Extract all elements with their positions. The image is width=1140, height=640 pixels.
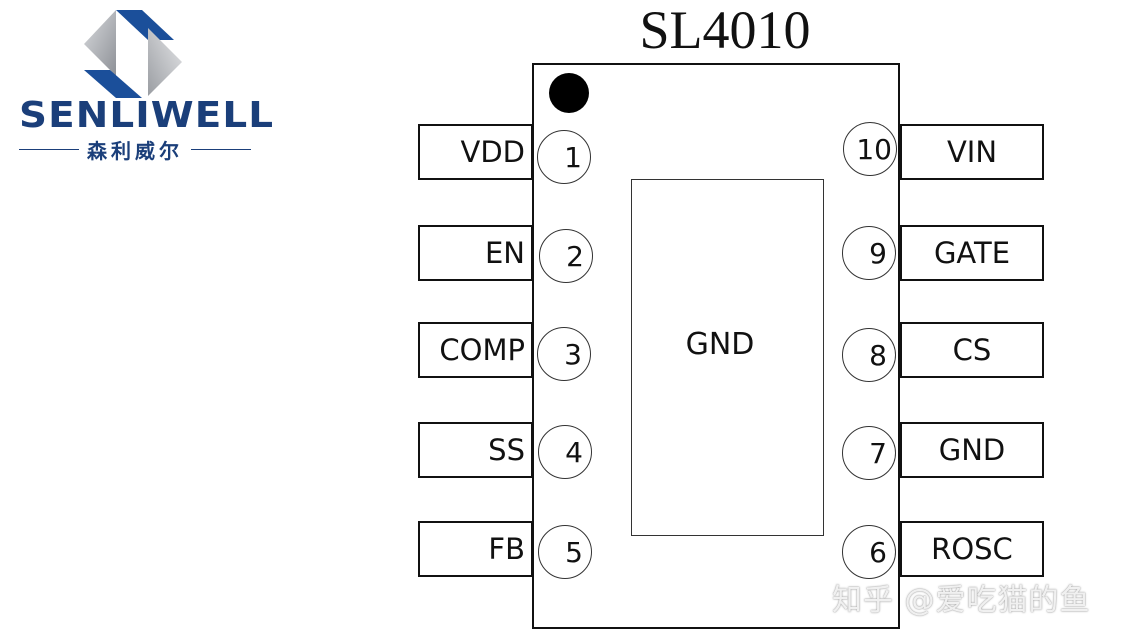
exposed-pad	[631, 179, 824, 536]
pin-name: GND	[938, 433, 1006, 467]
pin-label-box: CS	[900, 322, 1044, 378]
exposed-pad-label: GND	[685, 327, 755, 362]
logo-chinese-name: 森利威尔	[87, 138, 183, 163]
pin-name: VDD	[460, 135, 526, 169]
part-number-title: SL4010	[639, 0, 811, 60]
logo-divider-left	[19, 148, 79, 150]
watermark: 知乎 @爱吃猫的鱼	[832, 583, 1091, 618]
pin-name: COMP	[439, 333, 525, 367]
pin-name: GATE	[933, 236, 1011, 270]
pin1-indicator-dot	[549, 73, 589, 113]
pin-number: 5	[538, 525, 592, 579]
pin-name: VIN	[946, 135, 998, 169]
logo-tagline: 森利威尔	[0, 136, 270, 163]
logo-mark-icon	[84, 10, 182, 98]
pin-number: 8	[842, 328, 896, 382]
logo-wordmark: SENLIWELL	[19, 95, 275, 136]
pin-label-box: GATE	[900, 225, 1044, 281]
pin-number: 9	[842, 226, 896, 280]
pin-number: 1	[537, 130, 591, 184]
pin-label-box: FB	[418, 521, 533, 577]
pin-number: 6	[842, 525, 896, 579]
pin-number: 10	[843, 122, 897, 176]
pin-name: CS	[952, 333, 992, 367]
pin-label-box: COMP	[418, 322, 533, 378]
pin-number: 7	[842, 426, 896, 480]
pin-label-box: GND	[900, 422, 1044, 478]
pin-label-box: VDD	[418, 124, 533, 180]
pin-name: EN	[484, 236, 525, 270]
company-logo: SENLIWELL 森利威尔	[0, 0, 280, 170]
pin-label-box: VIN	[900, 124, 1044, 180]
pin-number: 3	[537, 327, 591, 381]
logo-divider-right	[191, 148, 251, 150]
pin-label-box: SS	[418, 422, 533, 478]
pin-name: SS	[488, 433, 525, 467]
pin-name: FB	[488, 532, 525, 566]
pin-number: 2	[539, 229, 593, 283]
pin-label-box: ROSC	[900, 521, 1044, 577]
pin-number: 4	[538, 425, 592, 479]
pin-label-box: EN	[418, 225, 533, 281]
chip-body	[532, 63, 900, 629]
pin-name: ROSC	[931, 532, 1013, 566]
